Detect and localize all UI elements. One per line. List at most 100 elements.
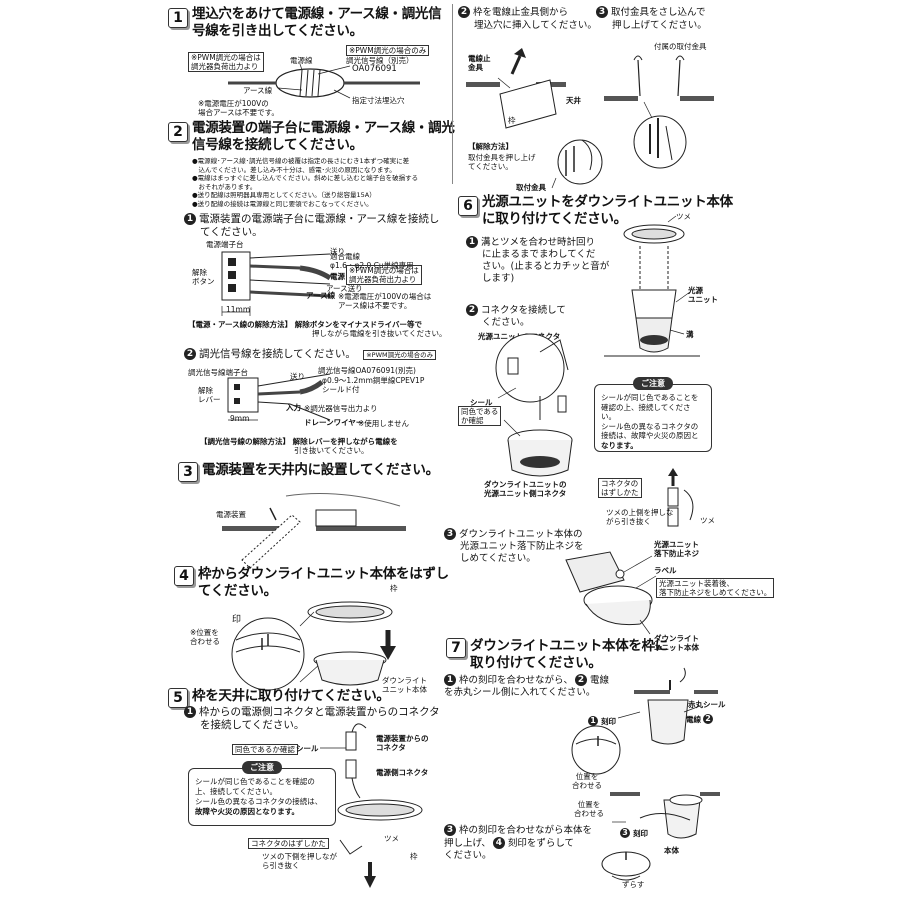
label-bracket: 取付金具 [516, 183, 546, 192]
signal-release-method: 【調光信号線の解除方法】 解除レバーを押しながら電線を引き抜いてください。 [200, 437, 398, 455]
label-note: 光源ユニット装着後、落下防止ネジをしめてください。 [656, 578, 775, 598]
label-signal-wire: 調光信号線（別売） [346, 56, 414, 65]
step-3-title: 電源装置を天井内に設置してください。 [202, 462, 439, 478]
column-divider [452, 4, 453, 184]
pwm-note-box: ※PWM調光の場合は調光器負荷出力より [188, 52, 264, 72]
label-tsume-6: ツメ [676, 212, 691, 221]
label-body: 本体 [664, 846, 679, 855]
label-release-lever: 解除レバー [198, 386, 221, 404]
caution-title-1: ご注意 [242, 761, 282, 774]
label-ceiling: 天井 [566, 96, 581, 105]
step-number-1: 1 [168, 8, 188, 28]
label-downlight-unit-6: ダウンライトユニット本体 [654, 634, 699, 652]
disconnect-title: コネクタのはずしかた [248, 838, 329, 849]
pwm-only-tag: ※PWM調光の場合のみ [346, 45, 430, 56]
dim-9mm: 9mm [230, 414, 250, 423]
label-seal-6: シール [470, 398, 493, 407]
label-light-unit: 光源ユニット [688, 286, 718, 304]
disconnect-note: ツメの下側を押しながら引き抜く [262, 852, 337, 870]
label-drain-wire: ドレーンワイヤー [304, 418, 364, 427]
disconnect-note-6: ツメの上側を押しながら引き抜く [606, 508, 674, 526]
label-wire-stopper: 電線止金具 [468, 54, 491, 72]
label-align-7: 位置を合わせる [572, 772, 602, 790]
step-6-title: 光源ユニットをダウンライトユニット本体に取り付けてください。 [482, 194, 733, 227]
label-power-device: 電源装置 [216, 510, 246, 519]
pwm-only-tag-2: ※PWM調光の場合のみ [363, 350, 437, 360]
label-frame: 枠 [390, 584, 398, 593]
label-power-wire: 電源線 [290, 56, 313, 65]
label-tsume: ツメ [384, 834, 399, 843]
label-earth-wire: アース線 [243, 86, 273, 95]
caution-box-2: ご注意 シールが同じ色であることを確認の上、接続してください。シール色の異なるコ… [594, 377, 712, 452]
dim-11mm: 11mm [226, 305, 251, 314]
step-number-3: 3 [178, 462, 198, 482]
label-red-seal: 赤丸シール [688, 700, 726, 709]
label-okuri: 送り [330, 247, 345, 256]
label-groove: 溝 [686, 330, 694, 339]
step-number-5: 5 [168, 688, 188, 708]
label-earth-okuri: アース送り [326, 284, 363, 293]
label-release-button: 解除ボタン [192, 268, 215, 286]
note-earth-100v: ※電源電圧が100Vの場合はアース線は不要です。 [338, 292, 432, 310]
label-label: ラベル [654, 566, 677, 575]
label-fall-prevention-screw: 光源ユニット落下防止ネジ [654, 540, 699, 558]
label-signal-model-2: 調光信号線OA076091(別売) [318, 366, 416, 375]
label-tsume-6b: ツメ [700, 516, 715, 525]
label-power-connector: 電源側コネクタ [376, 768, 429, 777]
label-mark: 印 [232, 615, 242, 625]
label-hole: 指定寸法埋込穴 [352, 96, 405, 105]
label-power-terminal: 電源端子台 [206, 240, 244, 249]
label-frame-2: 枠 [410, 852, 418, 861]
step-number-7: 7 [446, 638, 466, 658]
step-2-notes: ●電源線･アース線･調光信号線の被覆は指定の長さにむき1本ずつ確実に差 込んでく… [192, 157, 419, 208]
release-method-title: 【解除方法】 [468, 142, 513, 151]
same-color-tag: 同色であるか確認 [232, 744, 298, 755]
label-connector-from-device: 電源装置からのコネクタ [376, 734, 429, 752]
label-frame-r: 枠 [508, 116, 516, 125]
label-align: ※位置を合わせる [190, 628, 220, 646]
label-dengen: 電源 [330, 272, 345, 281]
step-2-title: 電源装置の端子台に電源線・アース線・調光信号線を接続してください。 [192, 120, 455, 153]
power-release-method: 【電源・アース線の解除方法】 解除ボタンをマイナスドライバー等で押しながら電線を… [188, 320, 447, 338]
label-downlight-unit: ダウンライトユニット本体 [382, 676, 427, 694]
label-align-7b: 位置を合わせる [574, 800, 604, 818]
step-number-2: 2 [168, 122, 188, 142]
step-number-6: 6 [458, 196, 478, 216]
label-shift: ずらす [622, 880, 645, 889]
label-drain-note: ※使用しません [358, 419, 410, 428]
caution-box-1: ご注意 シールが同じ色であることを確認の上、接続してください。 シール色の異なる… [188, 761, 336, 826]
label-attached-bracket: 付属の取付金具 [654, 42, 707, 51]
label-signal-model: OA076091 [352, 64, 397, 74]
release-method-text: 取付金具を押し上げてください。 [468, 153, 536, 171]
caution-title-2: ご注意 [633, 377, 673, 390]
pwm-note-2: ※PWM調光の場合は調光器負荷出力より [346, 265, 422, 285]
label-input-note: ※調光器信号出力より [304, 404, 378, 413]
step-1-title: 埋込穴をあけて電源線・アース線・調光信号線を引き出してください。 [192, 6, 442, 39]
label-okuri-2: 送り [290, 372, 305, 381]
step-7-title: ダウンライトユニット本体を枠に取り付けてください。 [470, 638, 668, 671]
